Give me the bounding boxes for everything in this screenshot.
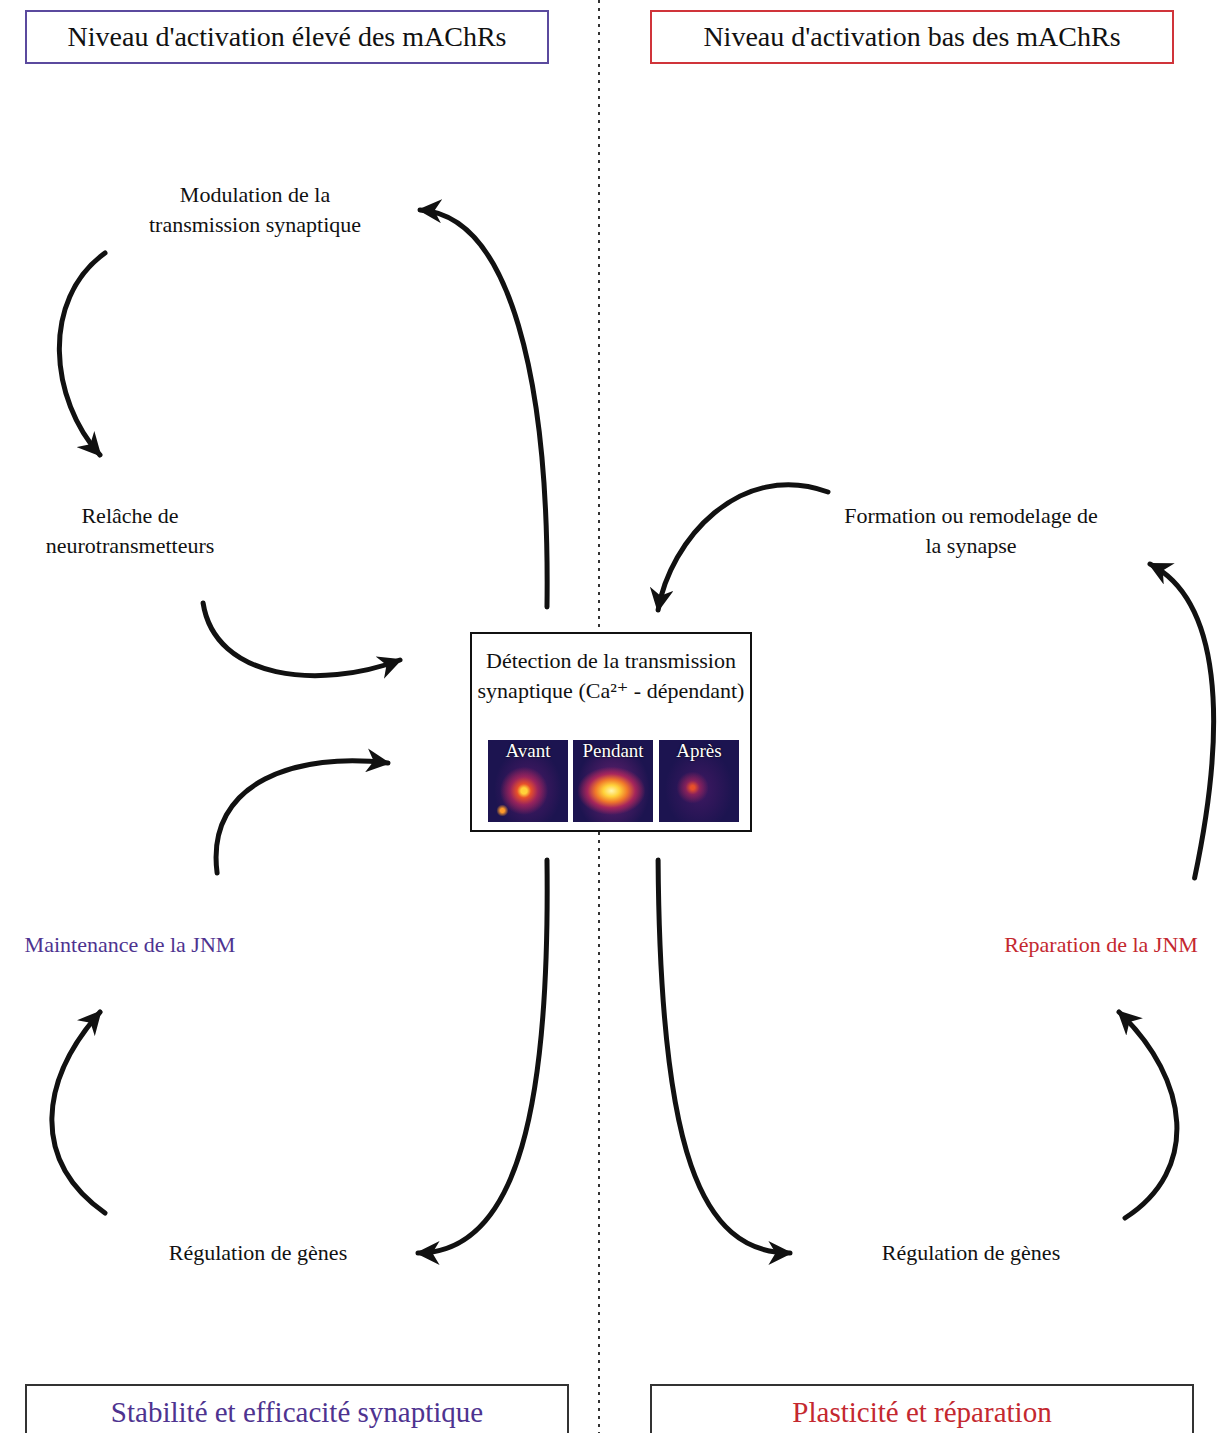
curved-arrow bbox=[658, 860, 790, 1253]
process-label: Formation ou remodelage de la synapse bbox=[836, 501, 1106, 561]
node-text: Stabilité et efficacité synaptique bbox=[27, 1394, 567, 1430]
summary-box: Plasticité et réparation bbox=[650, 1384, 1194, 1433]
calcium-image: Après bbox=[659, 740, 739, 822]
process-label: Régulation de gènes bbox=[856, 1238, 1086, 1268]
node-text: Réparation de la JNM bbox=[981, 930, 1221, 960]
curved-arrow bbox=[203, 603, 400, 676]
summary-box: Stabilité et efficacité synaptique bbox=[25, 1384, 569, 1433]
divider-line bbox=[598, 832, 600, 1433]
curved-arrow bbox=[52, 1012, 105, 1213]
central-box: Détection de la transmission synaptique … bbox=[470, 632, 752, 832]
process-label: Relâche de neurotransmetteurs bbox=[25, 501, 235, 561]
node-text: Modulation de la transmission synaptique bbox=[125, 180, 385, 240]
node-text: Formation ou remodelage de la synapse bbox=[836, 501, 1106, 561]
process-label: Régulation de gènes bbox=[143, 1238, 373, 1268]
curved-arrow bbox=[1150, 564, 1214, 878]
outcome-label: Réparation de la JNM bbox=[981, 930, 1221, 960]
curved-arrow bbox=[658, 485, 828, 610]
node-text: Maintenance de la JNM bbox=[0, 930, 260, 960]
curved-arrow bbox=[59, 253, 105, 455]
node-text: Régulation de gènes bbox=[143, 1238, 373, 1268]
divider-line bbox=[598, 0, 600, 632]
node-text: Après bbox=[659, 740, 739, 762]
calcium-image: Pendant bbox=[573, 740, 653, 822]
node-text: Plasticité et réparation bbox=[652, 1394, 1192, 1430]
node-text: Niveau d'activation bas des mAChRs bbox=[703, 20, 1120, 54]
outcome-label: Maintenance de la JNM bbox=[0, 930, 260, 960]
node-text: Pendant bbox=[573, 740, 653, 762]
node-text: Relâche de neurotransmetteurs bbox=[25, 501, 235, 561]
header-box: Niveau d'activation élevé des mAChRs bbox=[25, 10, 549, 64]
curved-arrow bbox=[418, 860, 547, 1253]
node-text: Avant bbox=[488, 740, 568, 762]
curved-arrow bbox=[216, 761, 388, 873]
node-text: Régulation de gènes bbox=[856, 1238, 1086, 1268]
calcium-image: Avant bbox=[488, 740, 568, 822]
node-text: Détection de la transmission synaptique … bbox=[472, 634, 750, 706]
process-label: Modulation de la transmission synaptique bbox=[125, 180, 385, 240]
header-box: Niveau d'activation bas des mAChRs bbox=[650, 10, 1174, 64]
curved-arrow bbox=[420, 210, 547, 607]
curved-arrow bbox=[1119, 1012, 1177, 1218]
node-text: Niveau d'activation élevé des mAChRs bbox=[68, 20, 507, 54]
